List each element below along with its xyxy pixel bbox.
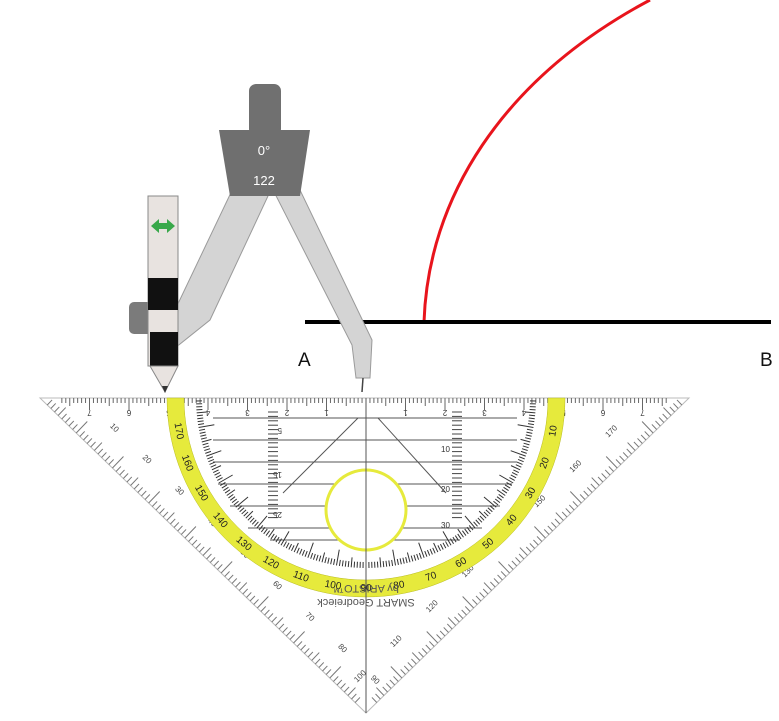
compass[interactable]: 0° 122: [129, 84, 372, 393]
brand-line-1: SMART Geodreieck: [317, 596, 415, 608]
ruler-label: 4: [521, 408, 526, 417]
mm-label: 25: [273, 510, 282, 519]
mm-label: 30: [441, 521, 450, 530]
ruler-label: 2: [442, 408, 447, 417]
mm-label: 5: [277, 426, 282, 435]
ruler-label: 6: [600, 408, 605, 417]
ruler-label: 7: [640, 408, 645, 417]
needle-tip: [362, 378, 363, 392]
ruler-label: 6: [126, 408, 131, 417]
construction-arc: [424, 0, 650, 322]
point-a-label: A: [298, 350, 311, 372]
protractor-tick: [348, 561, 349, 567]
point-b-label: B: [760, 350, 773, 372]
pencil-grip-top: [148, 278, 178, 310]
compass-handle[interactable]: [249, 84, 281, 136]
ruler-label: 2: [284, 408, 289, 417]
ruler-label: 1: [403, 408, 408, 417]
mm-label: 15: [273, 470, 282, 479]
triangle-outline: [40, 398, 689, 713]
compass-needle-leg[interactable]: [268, 180, 372, 378]
ruler-label: 3: [482, 408, 487, 417]
ruler-label: 7: [87, 408, 92, 417]
ruler-label: 1: [324, 408, 329, 417]
ruler-label: 3: [245, 408, 250, 417]
mm-label: 20: [441, 485, 450, 494]
brand-line-2: by ARISTO™: [333, 582, 399, 594]
pencil-lead: [162, 386, 168, 393]
protractor-tick: [529, 415, 535, 416]
protractor-tick: [383, 561, 384, 567]
pencil-grip-bottom: [150, 332, 178, 366]
mm-label: 10: [441, 445, 450, 454]
angle-readout: 0°: [258, 143, 270, 158]
radius-readout: 122: [253, 173, 275, 188]
protractor-tick: [197, 415, 203, 416]
